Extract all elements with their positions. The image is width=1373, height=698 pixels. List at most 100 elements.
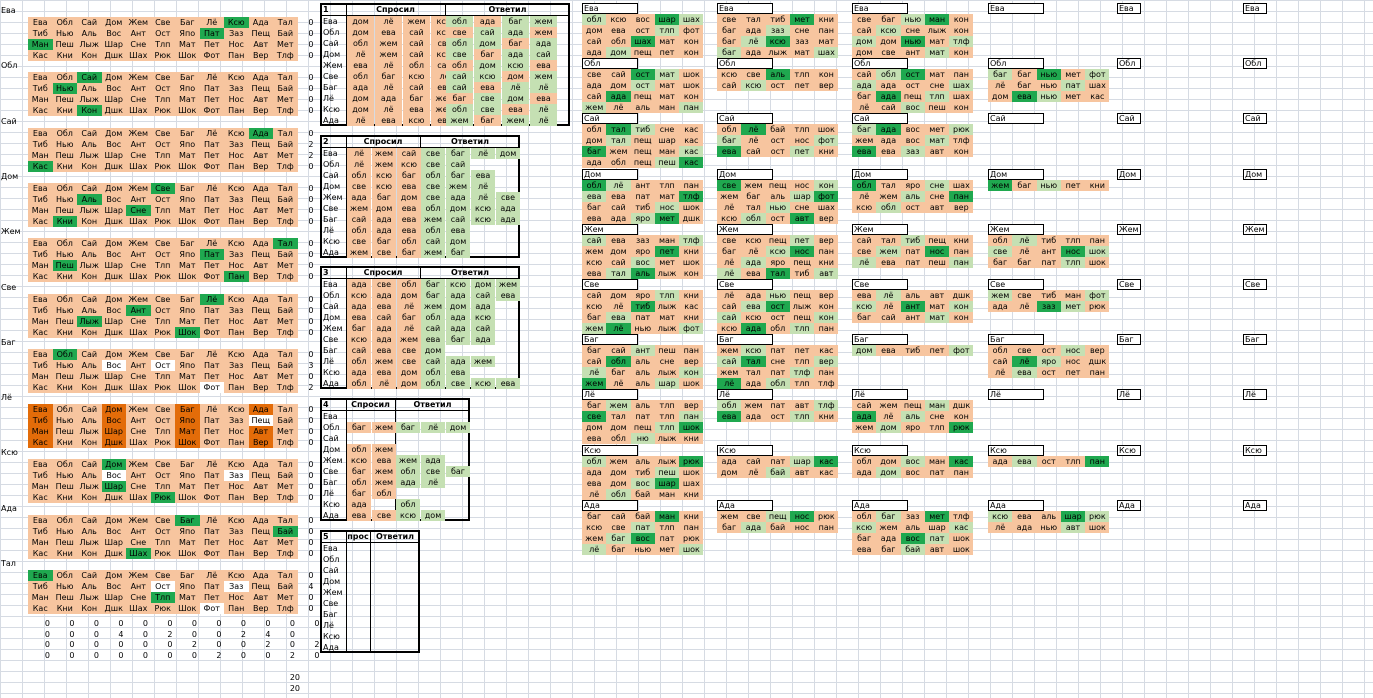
word-cell[interactable]: Лё [199, 348, 224, 360]
name-cell[interactable] [446, 510, 470, 521]
word-cell[interactable]: Кон [77, 271, 102, 283]
right-word-cell[interactable]: сай [606, 345, 631, 357]
right-word-cell[interactable]: ксю [741, 234, 766, 246]
right-word-cell[interactable]: жем [717, 510, 742, 522]
word-cell[interactable]: Тлф [273, 160, 298, 172]
right-word-cell[interactable]: нью [900, 36, 925, 47]
right-word-cell[interactable]: заз [900, 146, 925, 158]
name-cell[interactable]: све [431, 38, 458, 49]
word-cell[interactable]: Нью [52, 83, 77, 95]
right-word-cell[interactable]: кни [679, 312, 704, 323]
right-word-cell[interactable]: фот [1085, 290, 1110, 301]
name-cell[interactable]: ксю [446, 279, 470, 290]
word-cell[interactable]: Кон [77, 105, 102, 117]
right-word-cell[interactable]: тлп [789, 323, 815, 334]
word-cell[interactable]: Сне [126, 260, 151, 272]
word-cell[interactable]: Обл [52, 514, 77, 526]
right-word-cell[interactable]: тлф [789, 367, 815, 379]
word-cell[interactable]: Бай [273, 359, 298, 371]
word-cell[interactable]: Тал [273, 17, 298, 28]
asked-header[interactable]: прос [347, 532, 369, 541]
right-word-cell[interactable]: вос [900, 102, 925, 114]
right-word-cell[interactable]: фот [679, 323, 704, 334]
name-cell[interactable]: баг [446, 93, 473, 104]
word-cell[interactable]: Тлп [150, 315, 175, 327]
word-cell[interactable]: Кас [28, 326, 53, 338]
word-cell[interactable]: Аль [77, 415, 102, 427]
sum-cell[interactable]: 0 [93, 629, 99, 639]
right-word-cell[interactable]: нью [1036, 69, 1061, 81]
right-word-cell[interactable]: тиб [765, 14, 790, 25]
word-cell[interactable]: Мат [175, 94, 200, 106]
right-word-cell[interactable]: пат [924, 532, 950, 544]
word-cell[interactable]: Пеш [52, 149, 77, 161]
word-cell[interactable]: Тлф [273, 547, 298, 559]
word-cell[interactable]: Све [150, 238, 175, 250]
right-word-cell[interactable]: пат [765, 345, 790, 357]
sum-cell[interactable]: 0 [191, 619, 197, 628]
word-cell[interactable]: Кни [52, 547, 77, 559]
row-name[interactable]: Сай [323, 171, 339, 180]
word-cell[interactable]: Авт [248, 260, 273, 272]
right-word-cell[interactable]: обл [582, 124, 607, 136]
row-name[interactable]: Лё [323, 621, 334, 630]
right-word-cell[interactable]: тал [876, 234, 901, 246]
answered-header[interactable]: Ответил [413, 400, 452, 409]
name-cell[interactable]: ксю [347, 290, 371, 301]
name-cell[interactable] [496, 367, 520, 378]
right-word-cell[interactable]: вер [1085, 345, 1110, 357]
name-cell[interactable]: лё [347, 159, 371, 170]
name-cell[interactable]: обл [421, 312, 445, 323]
word-cell[interactable]: Тал [273, 404, 298, 416]
name-cell[interactable]: лё [471, 192, 495, 203]
right-word-cell[interactable]: яро [900, 422, 925, 434]
right-word-cell[interactable]: ада [876, 124, 901, 136]
word-cell[interactable]: Рюк [150, 105, 175, 117]
right-word-cell[interactable]: авт [789, 466, 815, 478]
count-cell[interactable]: 0 [308, 294, 314, 304]
block-label[interactable]: Ксю [988, 444, 1044, 456]
name-cell[interactable]: сай [446, 82, 473, 93]
right-word-cell[interactable]: шок [679, 256, 704, 268]
right-word-cell[interactable]: сай [582, 91, 607, 103]
block-label[interactable]: Дом [1243, 168, 1267, 180]
word-cell[interactable]: Баг [175, 404, 200, 416]
right-word-cell[interactable]: ост [900, 80, 925, 92]
name-cell[interactable]: жем [372, 356, 396, 367]
right-word-cell[interactable]: мат [924, 312, 950, 323]
word-cell[interactable]: Шок [175, 437, 200, 449]
right-word-cell[interactable]: пет [789, 80, 815, 92]
row-name[interactable]: Сай [323, 566, 339, 575]
block-label[interactable]: Лё [852, 389, 908, 401]
word-cell[interactable]: Авт [248, 39, 273, 50]
right-word-cell[interactable]: лё [741, 245, 766, 257]
word-cell[interactable]: Жем [126, 127, 151, 139]
word-cell[interactable]: Кни [52, 437, 77, 449]
name-cell[interactable] [446, 488, 470, 499]
right-word-cell[interactable]: лё [717, 290, 742, 301]
row-name[interactable]: Жем [323, 193, 343, 202]
count-cell[interactable]: 0 [308, 416, 314, 426]
right-word-cell[interactable]: шок [814, 124, 839, 136]
right-word-cell[interactable]: кон [949, 102, 974, 114]
word-cell[interactable]: Ант [126, 525, 151, 537]
word-cell[interactable]: Дшк [101, 215, 126, 227]
word-cell[interactable]: Дшк [101, 437, 126, 449]
name-cell[interactable]: ксю [471, 203, 495, 214]
group-label[interactable]: Дом [1, 171, 19, 181]
right-word-cell[interactable]: тал [606, 124, 631, 136]
right-word-cell[interactable]: яро [765, 256, 790, 268]
right-word-cell[interactable]: яро [630, 290, 655, 301]
word-cell[interactable]: Кни [52, 381, 77, 393]
name-cell[interactable]: обл [397, 236, 421, 247]
right-word-cell[interactable]: сай [717, 80, 742, 92]
word-cell[interactable]: Мет [273, 536, 298, 548]
right-word-cell[interactable]: жем [606, 146, 631, 158]
word-cell[interactable]: Бай [273, 525, 298, 537]
word-cell[interactable]: Тлф [273, 271, 298, 283]
name-cell[interactable]: ада [372, 334, 396, 345]
right-word-cell[interactable]: авт [924, 290, 950, 301]
right-word-cell[interactable]: све [1012, 290, 1037, 301]
word-cell[interactable]: Жем [126, 570, 151, 581]
word-cell[interactable]: Шок [175, 326, 200, 338]
